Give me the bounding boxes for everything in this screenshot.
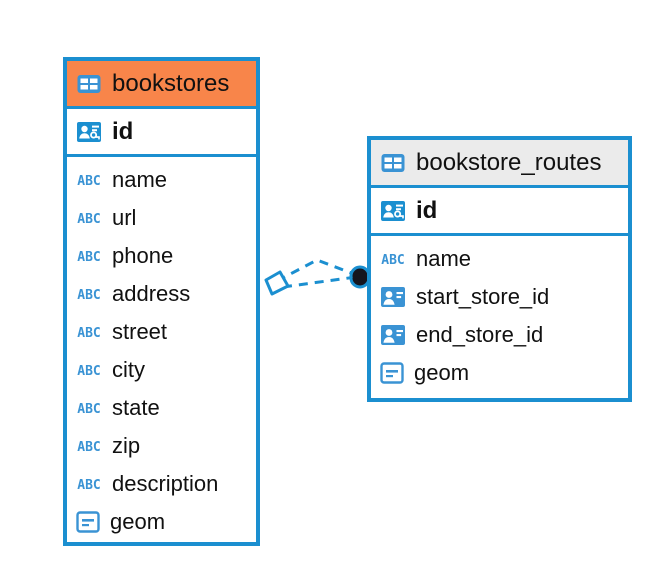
svg-text:ABC: ABC: [77, 326, 100, 341]
geometry-icon: [76, 511, 100, 533]
field-label: address: [112, 281, 191, 306]
entity-title: bookstores: [112, 69, 230, 97]
foreign-key-icon: [380, 285, 406, 309]
field-label: name: [416, 246, 472, 271]
diamond-marker: [264, 270, 290, 296]
primary-key-row[interactable]: id: [67, 109, 256, 157]
abc-icon: ABC: [76, 285, 102, 303]
field-label: geom: [414, 360, 470, 385]
table-icon: [380, 150, 406, 176]
svg-text:ABC: ABC: [77, 440, 100, 455]
abc-icon: ABC: [76, 361, 102, 379]
abc-icon: ABC: [76, 399, 102, 417]
field-list-bookstore-routes: ABC name start_store_id: [371, 236, 628, 392]
field-row[interactable]: start_store_id: [371, 278, 628, 316]
field-row[interactable]: geom: [371, 354, 628, 392]
abc-icon: ABC: [76, 247, 102, 265]
svg-text:ABC: ABC: [77, 250, 100, 265]
field-row[interactable]: ABC name: [371, 240, 628, 278]
field-label: state: [112, 395, 160, 420]
field-row[interactable]: geom: [67, 503, 256, 541]
field-label: start_store_id: [416, 284, 550, 309]
entity-header-bookstore-routes[interactable]: bookstore_routes: [371, 140, 628, 188]
entity-title: bookstore_routes: [416, 148, 602, 176]
entity-header-bookstores[interactable]: bookstores: [67, 61, 256, 109]
field-list-bookstores: ABC name ABC url ABC p: [67, 157, 256, 541]
svg-text:ABC: ABC: [77, 402, 100, 417]
field-label: street: [112, 319, 168, 344]
field-row[interactable]: ABC zip: [67, 427, 256, 465]
primary-key-icon: [380, 198, 406, 224]
field-row[interactable]: ABC url: [67, 199, 256, 237]
abc-icon: ABC: [76, 437, 102, 455]
abc-icon: ABC: [76, 171, 102, 189]
field-row[interactable]: ABC description: [67, 465, 256, 503]
relationship-line-lower: [282, 275, 357, 289]
entity-bookstore-routes[interactable]: bookstore_routes id: [367, 136, 632, 402]
abc-icon: ABC: [76, 209, 102, 227]
primary-key-label: id: [416, 196, 438, 224]
relationship-line-upper: [276, 258, 355, 283]
svg-text:ABC: ABC: [77, 212, 100, 227]
primary-key-row[interactable]: id: [371, 188, 628, 236]
svg-text:ABC: ABC: [77, 364, 100, 379]
svg-text:ABC: ABC: [77, 288, 100, 303]
abc-icon: ABC: [380, 250, 406, 268]
abc-icon: ABC: [76, 323, 102, 341]
table-icon: [76, 71, 102, 97]
field-label: geom: [110, 509, 166, 534]
field-label: name: [112, 167, 168, 192]
field-label: phone: [112, 243, 174, 268]
field-label: url: [112, 205, 137, 230]
field-row[interactable]: ABC state: [67, 389, 256, 427]
field-row[interactable]: ABC name: [67, 161, 256, 199]
field-row[interactable]: ABC address: [67, 275, 256, 313]
field-row[interactable]: ABC street: [67, 313, 256, 351]
field-label: description: [112, 471, 219, 496]
primary-key-label: id: [112, 117, 134, 145]
primary-key-icon: [76, 119, 102, 145]
geometry-icon: [380, 362, 404, 384]
foreign-key-icon: [380, 323, 406, 347]
field-label: end_store_id: [416, 322, 544, 347]
field-label: zip: [112, 433, 141, 458]
field-row[interactable]: ABC phone: [67, 237, 256, 275]
svg-text:ABC: ABC: [77, 478, 100, 493]
field-row[interactable]: end_store_id: [371, 316, 628, 354]
abc-icon: ABC: [76, 475, 102, 493]
entity-bookstores[interactable]: bookstores id: [63, 57, 260, 546]
field-row[interactable]: ABC city: [67, 351, 256, 389]
field-label: city: [112, 357, 145, 382]
svg-text:ABC: ABC: [381, 253, 404, 268]
svg-text:ABC: ABC: [77, 174, 100, 189]
